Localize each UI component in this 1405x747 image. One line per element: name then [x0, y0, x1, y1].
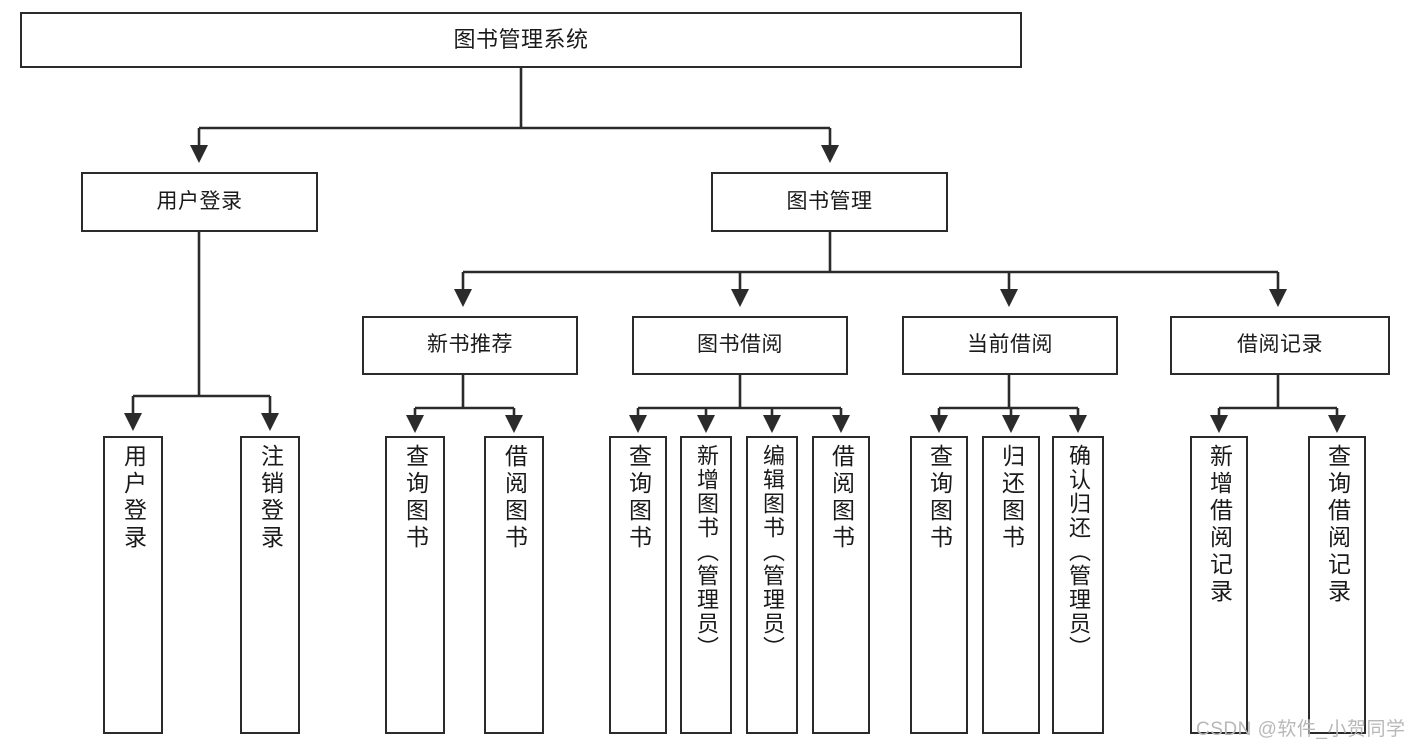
node-leaf-add-book[interactable]: 新增图书（管理员） [680, 436, 732, 734]
node-leaf-query-book-2-label: 查询图书 [625, 444, 652, 552]
node-leaf-query-book-1-label: 查询图书 [402, 444, 429, 552]
node-book-manage-label: 图书管理 [786, 189, 873, 213]
node-user-login-label: 用户登录 [156, 189, 243, 213]
node-current-borrow-label: 当前借阅 [967, 333, 1053, 357]
node-leaf-add-book-label: 新增图书（管理员） [694, 444, 719, 660]
node-leaf-user-login-label: 用户登录 [120, 444, 147, 552]
node-book-borrow[interactable]: 图书借阅 [632, 316, 848, 375]
node-leaf-add-record[interactable]: 新增借阅记录 [1190, 436, 1248, 734]
node-leaf-query-book-3-label: 查询图书 [926, 444, 953, 552]
node-current-borrow[interactable]: 当前借阅 [902, 316, 1118, 375]
node-leaf-logout-label: 注销登录 [257, 444, 284, 552]
node-root[interactable]: 图书管理系统 [20, 12, 1022, 68]
node-user-login[interactable]: 用户登录 [81, 172, 318, 232]
node-leaf-query-book-3[interactable]: 查询图书 [910, 436, 968, 734]
node-leaf-confirm-return-label: 确认归还（管理员） [1066, 444, 1091, 660]
node-leaf-add-record-label: 新增借阅记录 [1206, 444, 1233, 606]
node-new-book-rec-label: 新书推荐 [427, 333, 513, 357]
csdn-watermark: CSDN @软件_小贺同学 [1196, 719, 1405, 740]
node-leaf-return-book-label: 归还图书 [998, 444, 1025, 552]
node-leaf-edit-book[interactable]: 编辑图书（管理员） [746, 436, 798, 734]
node-leaf-user-login[interactable]: 用户登录 [103, 436, 163, 734]
node-root-label: 图书管理系统 [453, 27, 589, 53]
node-leaf-query-book-1[interactable]: 查询图书 [385, 436, 445, 734]
node-leaf-borrow-book-1[interactable]: 借阅图书 [484, 436, 544, 734]
node-leaf-query-record[interactable]: 查询借阅记录 [1308, 436, 1366, 734]
node-borrow-record-label: 借阅记录 [1237, 333, 1323, 357]
node-leaf-return-book[interactable]: 归还图书 [982, 436, 1040, 734]
node-leaf-edit-book-label: 编辑图书（管理员） [760, 444, 785, 660]
node-borrow-record[interactable]: 借阅记录 [1170, 316, 1390, 375]
node-book-manage[interactable]: 图书管理 [711, 172, 948, 232]
node-leaf-query-book-2[interactable]: 查询图书 [609, 436, 667, 734]
node-leaf-query-record-label: 查询借阅记录 [1324, 444, 1351, 606]
node-leaf-borrow-book-2[interactable]: 借阅图书 [812, 436, 870, 734]
node-book-borrow-label: 图书借阅 [697, 333, 783, 357]
edges-root [123, 68, 1347, 434]
node-leaf-borrow-book-2-label: 借阅图书 [828, 444, 855, 552]
node-leaf-borrow-book-1-label: 借阅图书 [501, 444, 528, 552]
node-leaf-confirm-return[interactable]: 确认归还（管理员） [1052, 436, 1104, 734]
node-new-book-rec[interactable]: 新书推荐 [362, 316, 578, 375]
node-leaf-logout[interactable]: 注销登录 [240, 436, 300, 734]
